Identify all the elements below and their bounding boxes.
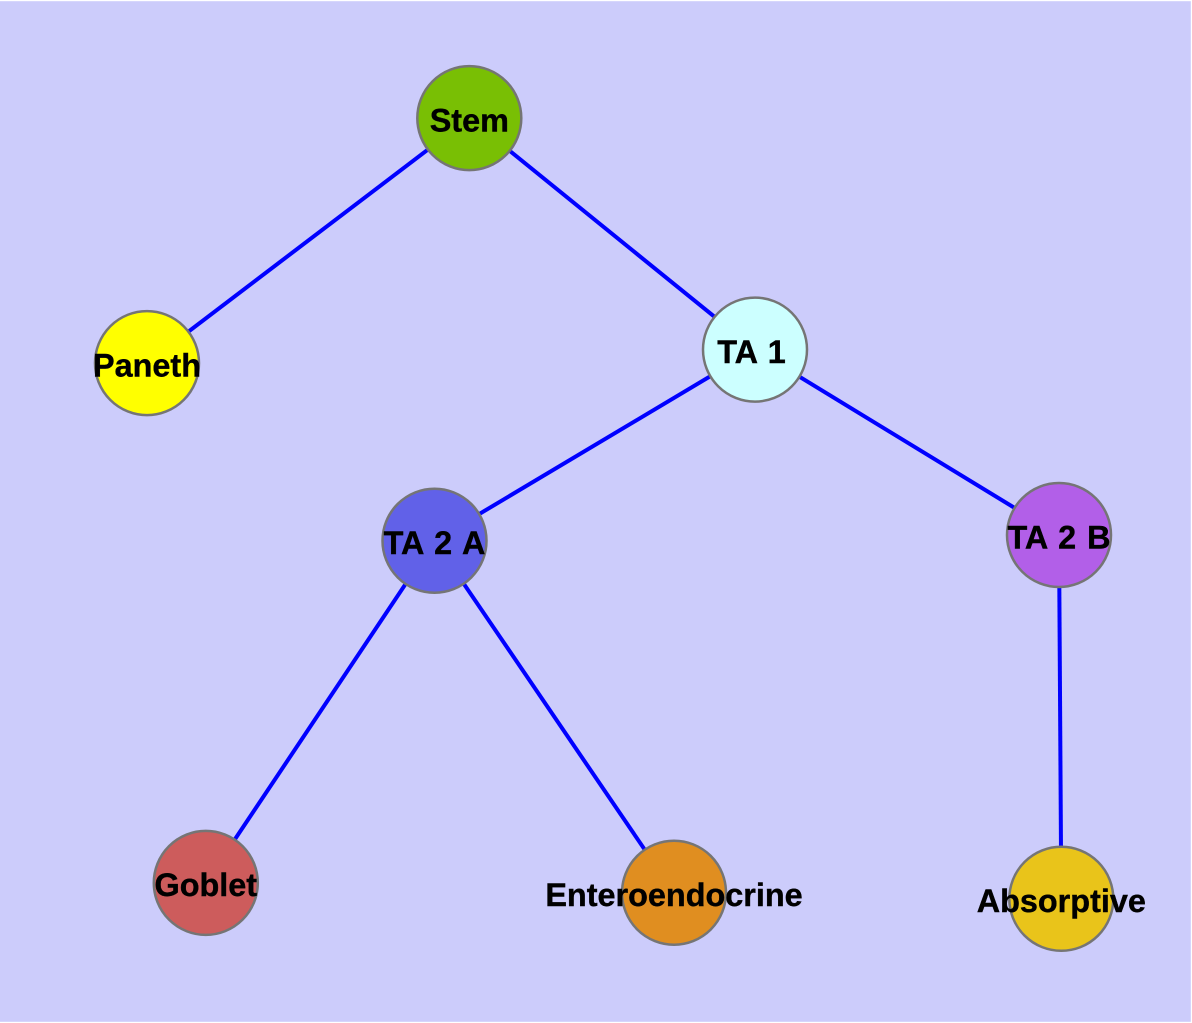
svg-text:TA 1: TA 1	[717, 334, 786, 370]
svg-text:Enteroendocrine: Enteroendocrine	[545, 877, 802, 913]
svg-text:Goblet: Goblet	[155, 867, 258, 903]
svg-text:Paneth: Paneth	[93, 347, 201, 383]
svg-text:TA 2 B: TA 2 B	[1008, 519, 1111, 555]
svg-text:Absorptive: Absorptive	[977, 883, 1146, 919]
svg-text:TA 2 A: TA 2 A	[384, 525, 486, 561]
svg-text:Stem: Stem	[430, 102, 509, 138]
